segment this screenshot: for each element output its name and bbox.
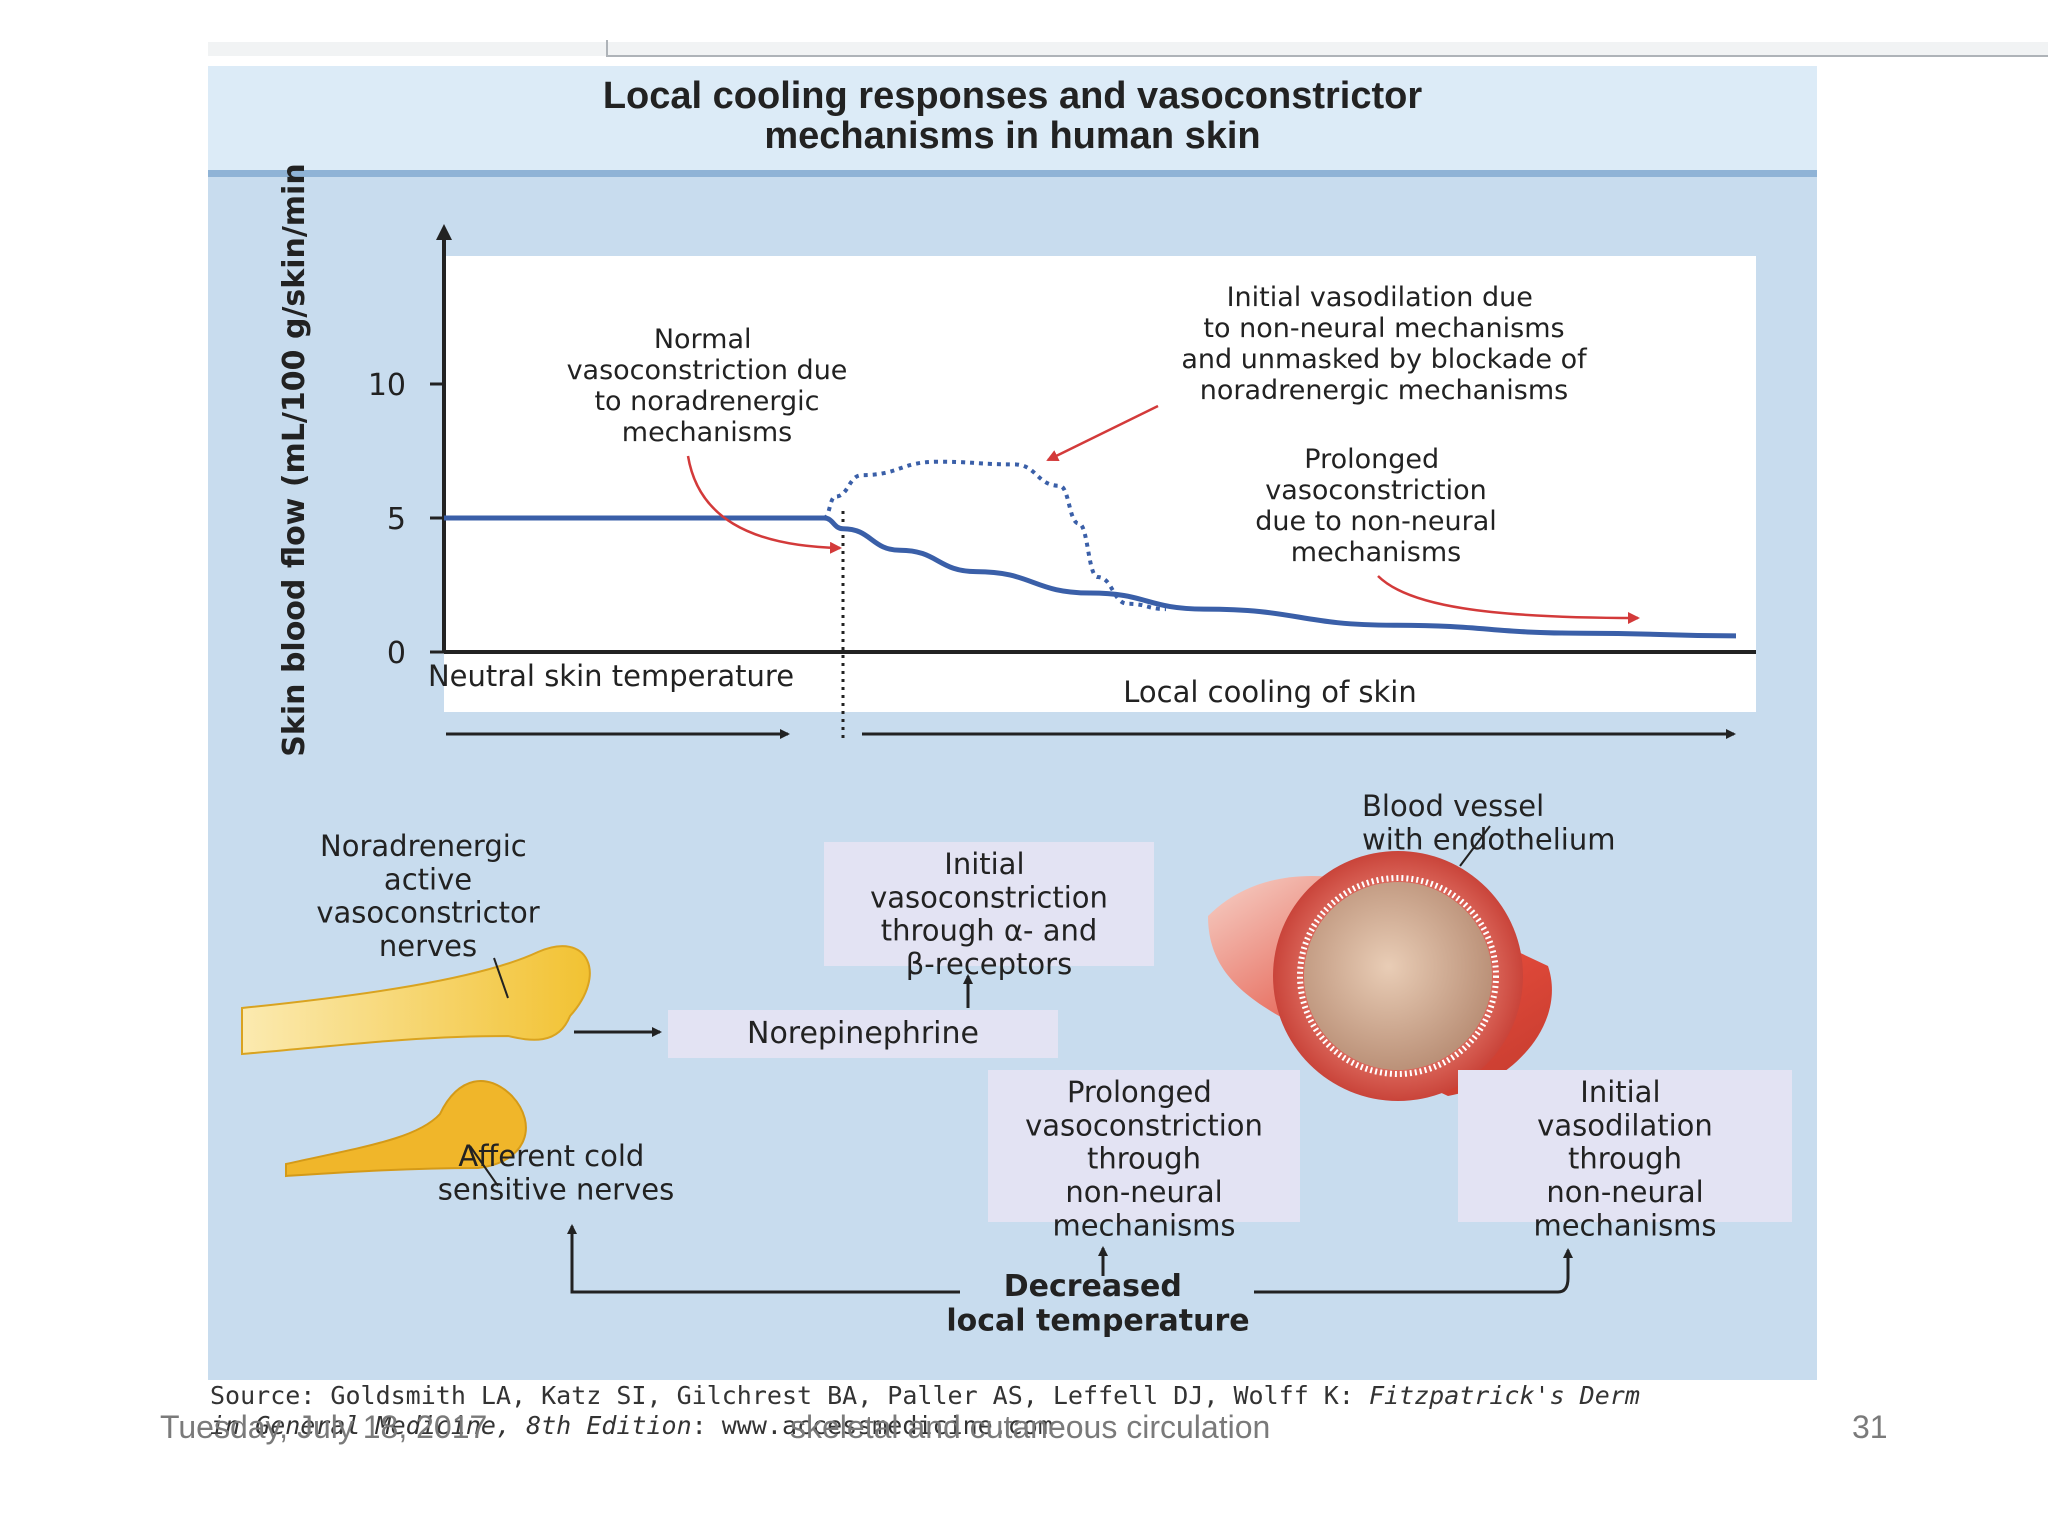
label-blood-vessel: Blood vessel with endothelium bbox=[1362, 789, 1615, 856]
phase-label-neutral: Neutral skin temperature bbox=[428, 659, 794, 693]
label-decreased-temp: Decreased local temperature bbox=[946, 1269, 1249, 1339]
footer-page-number: 31 bbox=[1852, 1409, 1888, 1445]
plot-area bbox=[444, 256, 1756, 712]
initial-vasoconstriction-line-3: through α- and bbox=[881, 914, 1098, 948]
annotation-initial-vasodilation: Initial vasodilation due to non-neural m… bbox=[1181, 282, 1588, 406]
label-blood-vessel-line-2: with endothelium bbox=[1362, 822, 1615, 856]
label-noradrenergic-line-4: nerves bbox=[379, 929, 477, 963]
footer-title: skeletal and cutaneous circulation bbox=[790, 1409, 1271, 1445]
initial-vasoconstriction-line-2: vasoconstriction bbox=[870, 880, 1108, 914]
initial-vasodilation-line-2: vasodilation bbox=[1537, 1108, 1713, 1142]
browser-strip bbox=[208, 42, 2048, 56]
prolonged-vasoconstriction-line-5: mechanisms bbox=[1052, 1208, 1235, 1242]
annotation-normal-line: Normal bbox=[654, 324, 752, 355]
norepinephrine-box bbox=[668, 1010, 1058, 1058]
source-line-1-text: Source: Goldsmith LA, Katz SI, Gilchrest… bbox=[210, 1381, 1369, 1410]
source-line-2-italic: in General Medicine, 8th Edition bbox=[210, 1411, 692, 1440]
blood-vessel-pointer bbox=[1459, 825, 1491, 867]
annotation-prolonged-line-2: vasoconstriction bbox=[1265, 475, 1486, 506]
annotation-normal-line-2: vasoconstriction due bbox=[567, 355, 848, 386]
initial-vasodilation-line-5: mechanisms bbox=[1533, 1208, 1716, 1242]
annotation-normal-line-4: mechanisms bbox=[622, 417, 792, 448]
title-band: Local cooling responses and vasoconstric… bbox=[208, 66, 1817, 177]
initial-vasodilation-line: Initial bbox=[1580, 1075, 1660, 1109]
label-afferent-nerves: Afferent cold sensitive nerves bbox=[438, 1139, 674, 1206]
prolonged-vasoconstriction-line-3: through bbox=[1087, 1142, 1201, 1176]
label-decreased-temp-line: Decreased bbox=[1004, 1269, 1182, 1304]
phase-label-neutral-line: Neutral skin temperature bbox=[428, 659, 794, 693]
y-axis-label: Skin blood flow (mL/100 g/skin/min bbox=[277, 163, 312, 756]
nerve-pointer-top bbox=[493, 957, 509, 999]
label-noradrenergic-line-3: vasoconstrictor bbox=[316, 896, 539, 930]
figure-title: Local cooling responses and vasoconstric… bbox=[602, 75, 1423, 157]
label-afferent-line: Afferent cold bbox=[458, 1139, 644, 1173]
annotation-prolonged-line: Prolonged bbox=[1304, 444, 1439, 475]
source-line-2-text: : www.accessmedicine.com bbox=[691, 1411, 1053, 1440]
annotation-arrow-initial bbox=[1046, 404, 1159, 462]
temp-to-vasodilation-arrow bbox=[1254, 1248, 1573, 1294]
annotation-initial-line: Initial vasodilation due bbox=[1227, 282, 1533, 313]
label-noradrenergic-line: Noradrenergic bbox=[320, 829, 527, 863]
prolonged-vasoconstriction-line: Prolonged bbox=[1067, 1075, 1212, 1109]
series-dotted-curve bbox=[823, 459, 1167, 612]
annotation-normal-line-3: to noradrenergic bbox=[594, 386, 819, 417]
browser-strip-divider bbox=[606, 40, 608, 56]
annotation-initial-line-2: to non-neural mechanisms bbox=[1203, 313, 1564, 344]
browser-strip-edge bbox=[606, 55, 2048, 57]
nerve-pointer-bottom bbox=[469, 1145, 499, 1187]
y-tick-label-10: 10 bbox=[368, 368, 406, 403]
annotation-prolonged-line-3: due to non-neural bbox=[1255, 506, 1497, 537]
label-noradrenergic-line-2: active bbox=[384, 862, 472, 896]
annotation-arrow-normal bbox=[686, 455, 842, 554]
annotation-initial-line-3: and unmasked by blockade of bbox=[1181, 344, 1588, 375]
source-caption: Source: Goldsmith LA, Katz SI, Gilchrest… bbox=[210, 1381, 1640, 1441]
y-tick-label-5: 5 bbox=[387, 502, 406, 537]
initial-vasoconstriction-line-4: β-receptors bbox=[906, 947, 1072, 981]
y-axis-arrow bbox=[436, 224, 452, 240]
annotation-arrow-prolonged bbox=[1377, 575, 1640, 624]
temp-to-afferent-arrow bbox=[567, 1224, 960, 1294]
footer-date: Tuesday, July 18, 2017 bbox=[160, 1409, 488, 1445]
initial-vasoconstriction-box bbox=[824, 842, 1154, 966]
prolonged-vasoconstriction-line-2: vasoconstriction bbox=[1025, 1108, 1263, 1142]
phase-label-cooling: Local cooling of skin bbox=[1123, 675, 1416, 709]
label-decreased-temp-line-2: local temperature bbox=[946, 1304, 1249, 1339]
initial-vasodilation-line-4: non-neural bbox=[1546, 1175, 1703, 1209]
figure-graphics: 0 5 10 Skin blood flow (mL/100 g/skin/mi… bbox=[241, 163, 1792, 1339]
annotation-prolonged-line-4: mechanisms bbox=[1291, 537, 1461, 568]
prolonged-vasoconstriction-line-4: non-neural bbox=[1065, 1175, 1222, 1209]
y-tick-label-0: 0 bbox=[387, 636, 406, 671]
noradrenergic-nerve-icon bbox=[241, 945, 591, 1056]
source-line-1-italic: Fitzpatrick's Derm bbox=[1368, 1381, 1640, 1410]
label-blood-vessel-line: Blood vessel bbox=[1362, 789, 1544, 823]
initial-vasodilation-line-3: through bbox=[1568, 1142, 1682, 1176]
norepinephrine-label: Norepinephrine bbox=[747, 1016, 979, 1051]
source-line-1: Source: Goldsmith LA, Katz SI, Gilchrest… bbox=[210, 1381, 1640, 1411]
prolonged-vasoconstriction-box bbox=[988, 1070, 1300, 1222]
blood-vessel-lumen bbox=[1304, 882, 1492, 1070]
source-line-2: in General Medicine, 8th Edition: www.ac… bbox=[210, 1411, 1640, 1441]
label-afferent-line-2: sensitive nerves bbox=[438, 1172, 674, 1206]
figure-panel: Local cooling responses and vasoconstric… bbox=[208, 66, 1817, 1380]
initial-vasodilation-box bbox=[1458, 1070, 1792, 1222]
afferent-nerve-icon bbox=[285, 1080, 527, 1178]
blood-vessel-endothelium bbox=[1297, 875, 1499, 1077]
series-main-curve bbox=[444, 515, 1737, 639]
annotation-initial-line-4: noradrenergic mechanisms bbox=[1200, 375, 1568, 406]
initial-vasoconstriction-line: Initial bbox=[944, 847, 1024, 881]
